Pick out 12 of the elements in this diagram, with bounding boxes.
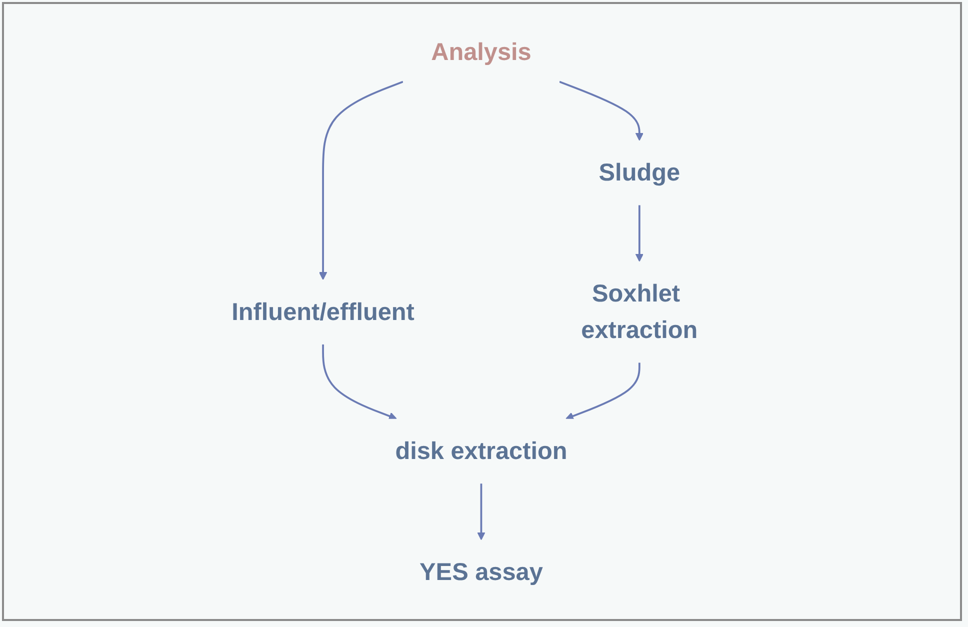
node-text: Soxhlet extraction <box>580 278 698 344</box>
node-text: Analysis <box>430 36 531 65</box>
node-text: YES assay <box>419 557 542 586</box>
node-text: Influent/effluent <box>231 296 414 326</box>
node-text: disk extraction <box>394 436 567 464</box>
node-text: Sludge <box>598 158 680 186</box>
arrow <box>558 80 644 140</box>
arrow <box>476 483 485 540</box>
arrow <box>634 204 644 262</box>
arrow <box>565 362 640 420</box>
arrow <box>322 344 397 420</box>
arrow <box>318 80 403 280</box>
